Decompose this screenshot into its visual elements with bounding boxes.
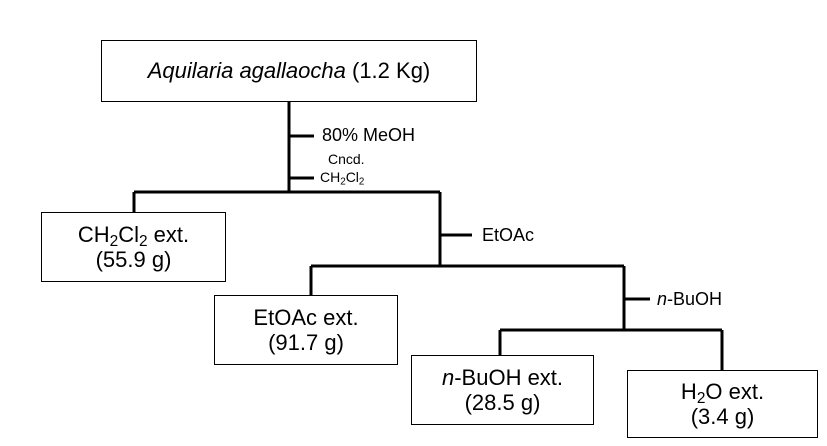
butanol-partition-label: n-BuOH <box>657 289 723 309</box>
ethyl-acetate-fraction-box: EtOAc ext. (91.7 g) <box>214 295 398 365</box>
concentration-label: Cncd. <box>328 151 365 167</box>
butanol-fraction-amount: (28.5 g) <box>464 390 541 415</box>
butanol-fraction-box: n-BuOH ext. (28.5 g) <box>411 355 594 425</box>
dichloromethane-fraction-amount: (55.9 g) <box>95 247 172 272</box>
ethyl-acetate-fraction-amount: (91.7 g) <box>268 330 344 355</box>
methanol-extraction-label: 80% MeOH <box>322 125 416 145</box>
dichloromethane-partition-label: CH2Cl2 <box>320 169 365 188</box>
ethyl-acetate-partition-label: EtOAc <box>482 225 535 245</box>
water-fraction-amount: (3.4 g) <box>690 404 755 429</box>
species-name: Aquilaria agallaocha <box>147 58 346 84</box>
dichloromethane-fraction-box: CH2Cl2 ext. (55.9 g) <box>41 212 226 282</box>
sample-amount: (1.2 Kg) <box>352 58 431 84</box>
ethyl-acetate-fraction-label: EtOAc ext. <box>253 304 359 330</box>
root-sample-box: Aquilaria agallaocha (1.2 Kg) <box>101 40 477 102</box>
water-fraction-box: H2O ext. (3.4 g) <box>627 370 818 438</box>
